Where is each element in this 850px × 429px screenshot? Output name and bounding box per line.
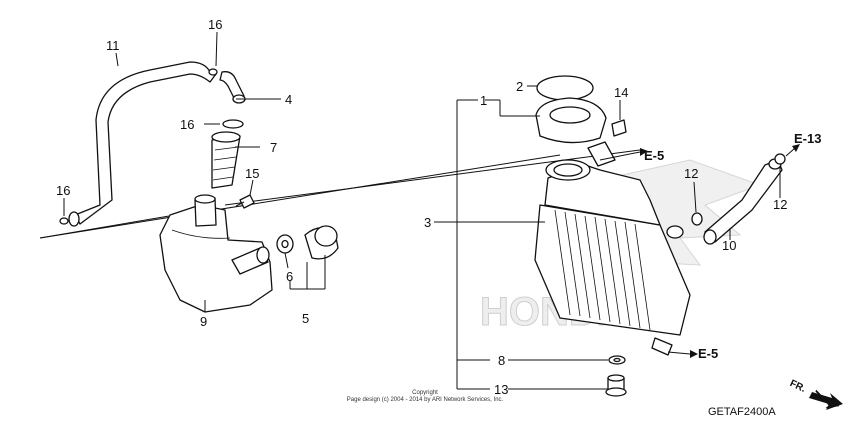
callout-13[interactable]: 13: [494, 382, 508, 397]
guide-line-upper: [39, 154, 561, 239]
clip-14[interactable]: [611, 119, 627, 137]
radiator-hose-10[interactable]: [703, 158, 783, 245]
washer-8[interactable]: [608, 355, 626, 365]
callout-10[interactable]: 10: [722, 238, 736, 253]
radiator-fins: [554, 209, 651, 331]
reference-arrow-e13[interactable]: E-13: [785, 131, 821, 157]
callout-7[interactable]: 7: [270, 140, 277, 155]
callout-15[interactable]: 15: [245, 166, 259, 181]
radiator-3[interactable]: [534, 141, 691, 356]
joint-tube-4[interactable]: [219, 71, 246, 104]
copyright-line-2: Page design (c) 2004 - 2014 by ARI Netwo…: [347, 397, 504, 403]
reference-label-e5-bottom: E-5: [698, 346, 718, 361]
bolt-15[interactable]: [235, 194, 255, 209]
callout-8[interactable]: 8: [498, 353, 505, 368]
reference-arrow-e5-bottom[interactable]: E-5: [667, 346, 718, 361]
callout-16-top[interactable]: 16: [208, 17, 222, 32]
drain-bolt-13[interactable]: [605, 374, 627, 397]
clip-16-middle[interactable]: [222, 119, 244, 129]
reference-label-e13: E-13: [794, 131, 821, 146]
callout-11[interactable]: 11: [106, 38, 120, 53]
callout-16-left[interactable]: 16: [56, 183, 70, 198]
copyright-line-1: Copyright: [412, 390, 438, 396]
reference-label-e5-top: E-5: [644, 148, 664, 163]
clip-16-top[interactable]: [208, 68, 218, 76]
callout-5[interactable]: 5: [302, 311, 309, 326]
clip-16-left[interactable]: [59, 217, 69, 225]
guide-line-lower: [224, 149, 641, 206]
leader-lines: [63, 31, 781, 390]
washer-6[interactable]: [276, 234, 294, 254]
washer-12-left[interactable]: [691, 212, 703, 226]
hose-7[interactable]: [211, 131, 241, 189]
callout-2[interactable]: 2: [516, 79, 523, 94]
diagram-code: GETAF2400A: [708, 406, 776, 418]
guide-line-left: [39, 214, 176, 239]
overflow-hose-11[interactable]: [68, 61, 217, 227]
reference-arrow-e5-top[interactable]: E-5: [599, 148, 664, 163]
copyright-notice: Copyright Page design (c) 2004 - 2014 by…: [347, 390, 504, 403]
callout-numbers: 1 2 3 4 5 6 7 8 9 10 11 12 12 13 14 15 1…: [56, 17, 787, 397]
callout-9[interactable]: 9: [200, 314, 207, 329]
callout-12-left[interactable]: 12: [684, 166, 698, 181]
reserve-tank-cap-5[interactable]: [304, 225, 339, 260]
callout-3[interactable]: 3: [424, 215, 431, 230]
callout-14[interactable]: 14: [614, 85, 628, 100]
callout-6[interactable]: 6: [286, 269, 293, 284]
callout-12-right[interactable]: 12: [773, 197, 787, 212]
reserve-tank-9[interactable]: [159, 194, 273, 313]
direction-label: FR.: [788, 378, 807, 395]
cap-seal-2[interactable]: [536, 75, 594, 101]
callout-16-middle[interactable]: 16: [180, 117, 194, 132]
radiator-cap-1[interactable]: [535, 97, 607, 144]
front-direction-arrow-icon: FR.: [788, 378, 843, 410]
washer-12-right[interactable]: [774, 153, 786, 165]
callout-4[interactable]: 4: [285, 92, 292, 107]
callout-1[interactable]: 1: [480, 93, 487, 108]
